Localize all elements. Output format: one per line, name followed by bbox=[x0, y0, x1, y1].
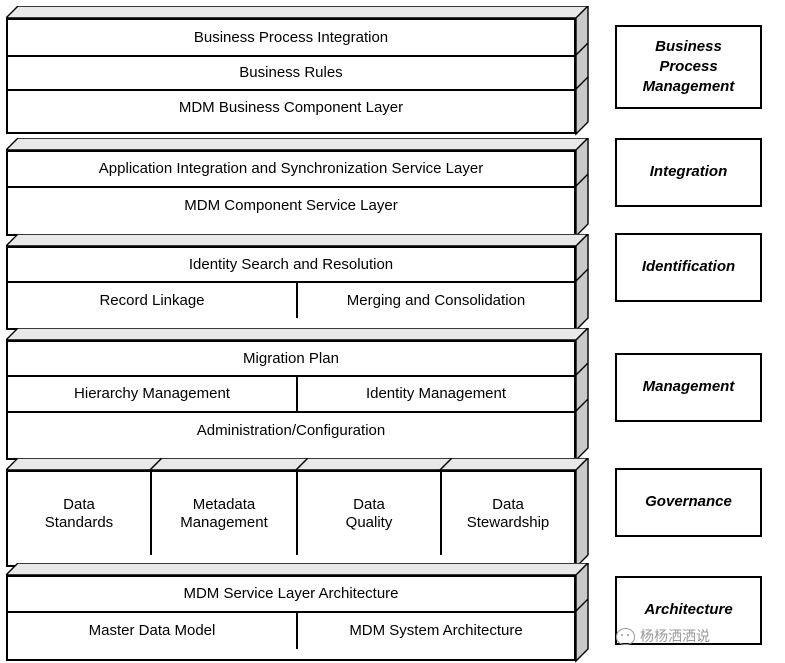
category-label-text: Management bbox=[642, 378, 735, 396]
label-architecture[interactable]: Architecture bbox=[615, 576, 762, 645]
layer-row: Migration Plan bbox=[8, 342, 574, 377]
label-management[interactable]: Management bbox=[615, 353, 762, 422]
category-label-text: Identification bbox=[641, 258, 736, 276]
capability-cell[interactable]: Identity Search and Resolution bbox=[188, 255, 394, 273]
layer-row: Master Data Model MDM System Architecture bbox=[8, 613, 574, 649]
label-integration[interactable]: Integration bbox=[615, 138, 762, 207]
layer-row: MDM Business Component Layer bbox=[8, 91, 574, 124]
capability-cell[interactable]: Business Process Integration bbox=[193, 28, 389, 46]
category-label-text: Governance bbox=[645, 493, 732, 511]
capability-cell[interactable]: Migration Plan bbox=[243, 349, 339, 367]
capability-cell[interactable]: MDM Service Layer Architecture bbox=[183, 585, 399, 603]
capability-cell[interactable]: Administration/Configuration bbox=[196, 421, 386, 439]
layer-row: Record Linkage Merging and Consolidation bbox=[8, 283, 574, 318]
capability-cell[interactable]: Business Rules bbox=[239, 64, 343, 82]
layer-row: MDM Component Service Layer bbox=[8, 188, 574, 224]
layer-row: Business Process Integration bbox=[8, 20, 574, 57]
label-identification[interactable]: Identification bbox=[615, 233, 762, 302]
layer-group-integration: Application Integration and Synchronizat… bbox=[6, 138, 590, 238]
layer-row: Identity Search and Resolution bbox=[8, 248, 574, 283]
label-governance[interactable]: Governance bbox=[615, 468, 762, 537]
capability-cell[interactable]: MDM Business Component Layer bbox=[178, 98, 404, 116]
layer-row: MDM Service Layer Architecture bbox=[8, 577, 574, 613]
category-label-text: Integration bbox=[649, 163, 728, 181]
capability-cell[interactable]: Record Linkage bbox=[8, 283, 298, 318]
capability-cell[interactable]: Application Integration and Synchronizat… bbox=[98, 160, 484, 178]
layer-row: Hierarchy Management Identity Management bbox=[8, 377, 574, 413]
capability-cell[interactable]: MDM System Architecture bbox=[349, 622, 523, 640]
capability-cell[interactable]: Hierarchy Management bbox=[8, 377, 298, 411]
capability-cell[interactable]: MDM Component Service Layer bbox=[184, 197, 398, 215]
capability-cell[interactable]: Merging and Consolidation bbox=[346, 291, 526, 309]
layer-face-integration: Application Integration and Synchronizat… bbox=[6, 150, 576, 236]
capability-cell[interactable]: Master Data Model bbox=[8, 613, 298, 649]
category-label-text: Architecture bbox=[644, 601, 733, 619]
capability-cell[interactable]: Identity Management bbox=[365, 385, 507, 403]
layer-row: Business Rules bbox=[8, 57, 574, 91]
layer-row: Application Integration and Synchronizat… bbox=[8, 152, 574, 188]
layer-row: Administration/Configuration bbox=[8, 413, 574, 448]
